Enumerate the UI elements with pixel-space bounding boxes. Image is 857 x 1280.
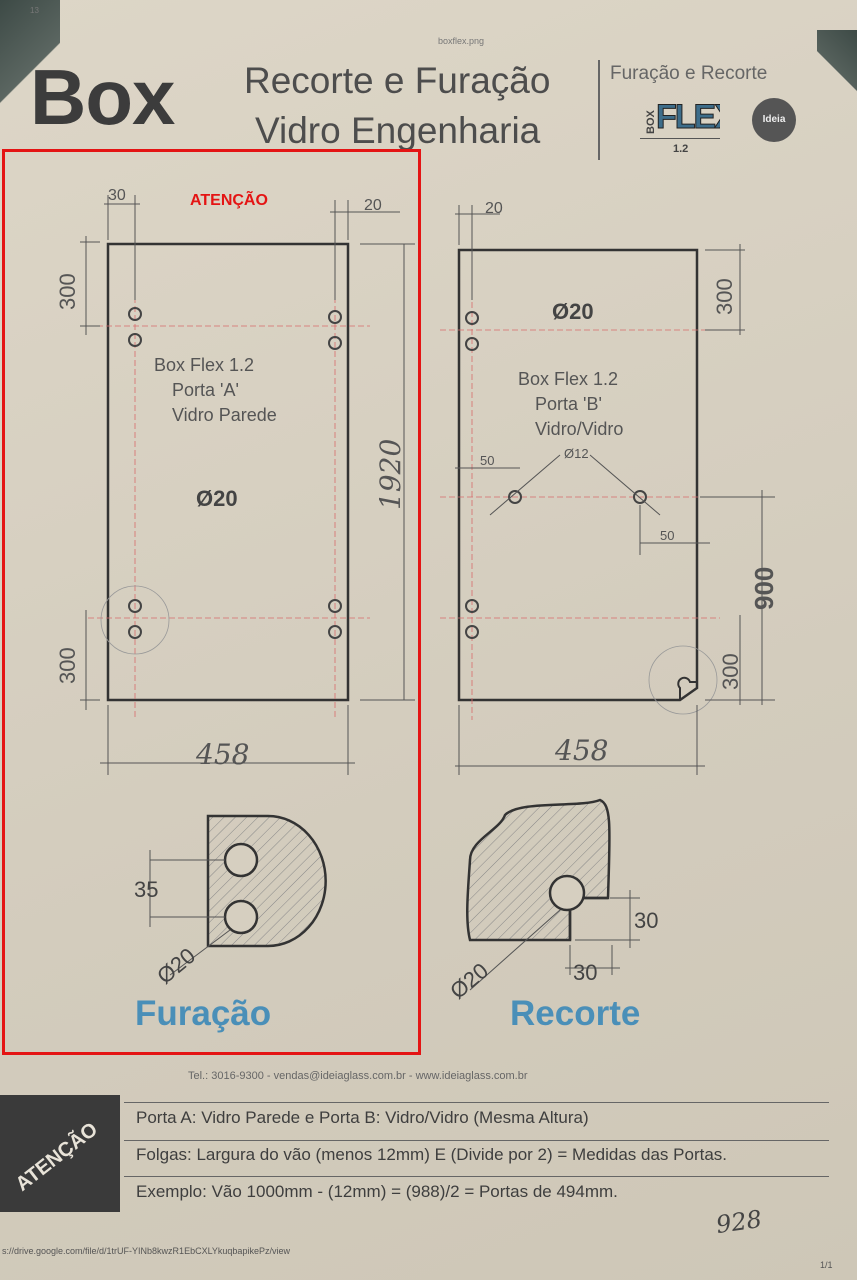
door-b-name: Box Flex 1.2 [518,369,618,389]
recorte-hole: Ø20 [445,958,493,1004]
attention-banner: ATENÇÃO [0,1095,120,1212]
furacao-spacing: 35 [134,877,158,902]
document-title-line1: Recorte e Furação [244,60,551,101]
door-b-dim-right-bottom: 300 [718,653,743,690]
note-divider-1 [124,1140,829,1141]
logo-flex-text: FLEX [656,98,720,136]
door-b-holes [465,311,647,639]
door-b-dim-right-50: 50 [660,528,674,543]
brand-title: Box [30,53,175,141]
logo-underline [640,138,720,139]
door-b-hole: Ø20 [552,299,594,324]
door-b-notch [677,676,697,700]
door-b-dim-width: 458 [554,734,608,767]
file-name: boxflex.png [438,36,485,46]
door-b-type: Vidro/Vidro [535,419,623,439]
document-url: s://drive.google.com/file/d/1trUF-YINb8k… [2,1246,290,1256]
page-code: 13 [30,6,39,15]
note-divider-top [124,1102,829,1103]
door-a-name: Box Flex 1.2 [154,355,254,375]
door-b-dim-left-50: 50 [480,453,494,468]
side-label: Furação e Recorte [610,63,768,84]
door-b-hole-small: Ø12 [564,446,589,461]
door-b-dim-top-left: 20 [485,200,503,217]
recorte-dim-v: 30 [634,908,658,933]
furacao-detail-holes [223,842,259,935]
page-number: 1/1 [820,1260,833,1270]
door-a-dim-height-bottom: 300 [55,647,80,684]
annotation-highlight-box [2,149,421,1055]
door-a-detail-circle [100,585,170,655]
door-b-outline [457,248,699,702]
header-divider [598,60,600,160]
door-a-dimension-lines [80,195,415,775]
note-line-2: Folgas: Largura do vão (menos 12mm) E (D… [136,1145,728,1164]
door-a-dim-top-right: 20 [364,197,382,214]
ideia-logo: Ideia [752,98,796,142]
document-title-line2: Vidro Engenharia [255,110,541,151]
door-b-dim-side-mid: 900 [749,567,779,610]
door-a-dim-width: 458 [195,738,249,771]
note-line-1: Porta A: Vidro Parede e Porta B: Vidro/V… [136,1108,589,1127]
contact-info: Tel.: 3016-9300 - vendas@ideiaglass.com.… [188,1070,528,1082]
door-a-hole: Ø20 [196,486,238,511]
recorte-detail-shape [466,798,611,942]
door-b-dim-right-top: 300 [712,278,737,315]
note-line-3: Exemplo: Vão 1000mm - (12mm) = (988)/2 =… [136,1182,618,1201]
furacao-label: Furação [135,994,272,1033]
door-a-dim-total-height: 1920 [374,439,407,510]
door-b-door: Porta 'B' [535,394,602,414]
annotation-label: ATENÇÃO [190,192,268,209]
recorte-dim-h: 30 [573,960,597,985]
door-b-dimension-lines [455,205,775,775]
background-corner [0,0,60,110]
recorte-label: Recorte [510,994,641,1033]
logo-box-text: BOX [645,110,657,135]
note-divider-2 [124,1176,829,1177]
door-a-outline [106,242,350,702]
door-a-dim-top-left: 30 [108,187,126,204]
door-a-dim-height-top: 300 [55,273,80,310]
door-b-detail-circle [648,645,718,715]
box-flex-logo: BOX FLEX [645,98,720,137]
attention-banner-text: ATENÇÃO [11,1118,102,1196]
logo-version: 1.2 [673,143,689,155]
door-a-holes [128,307,342,639]
door-a-type: Vidro Parede [172,405,277,425]
background-corner-right [817,30,857,100]
door-a-door: Porta 'A' [172,380,239,400]
